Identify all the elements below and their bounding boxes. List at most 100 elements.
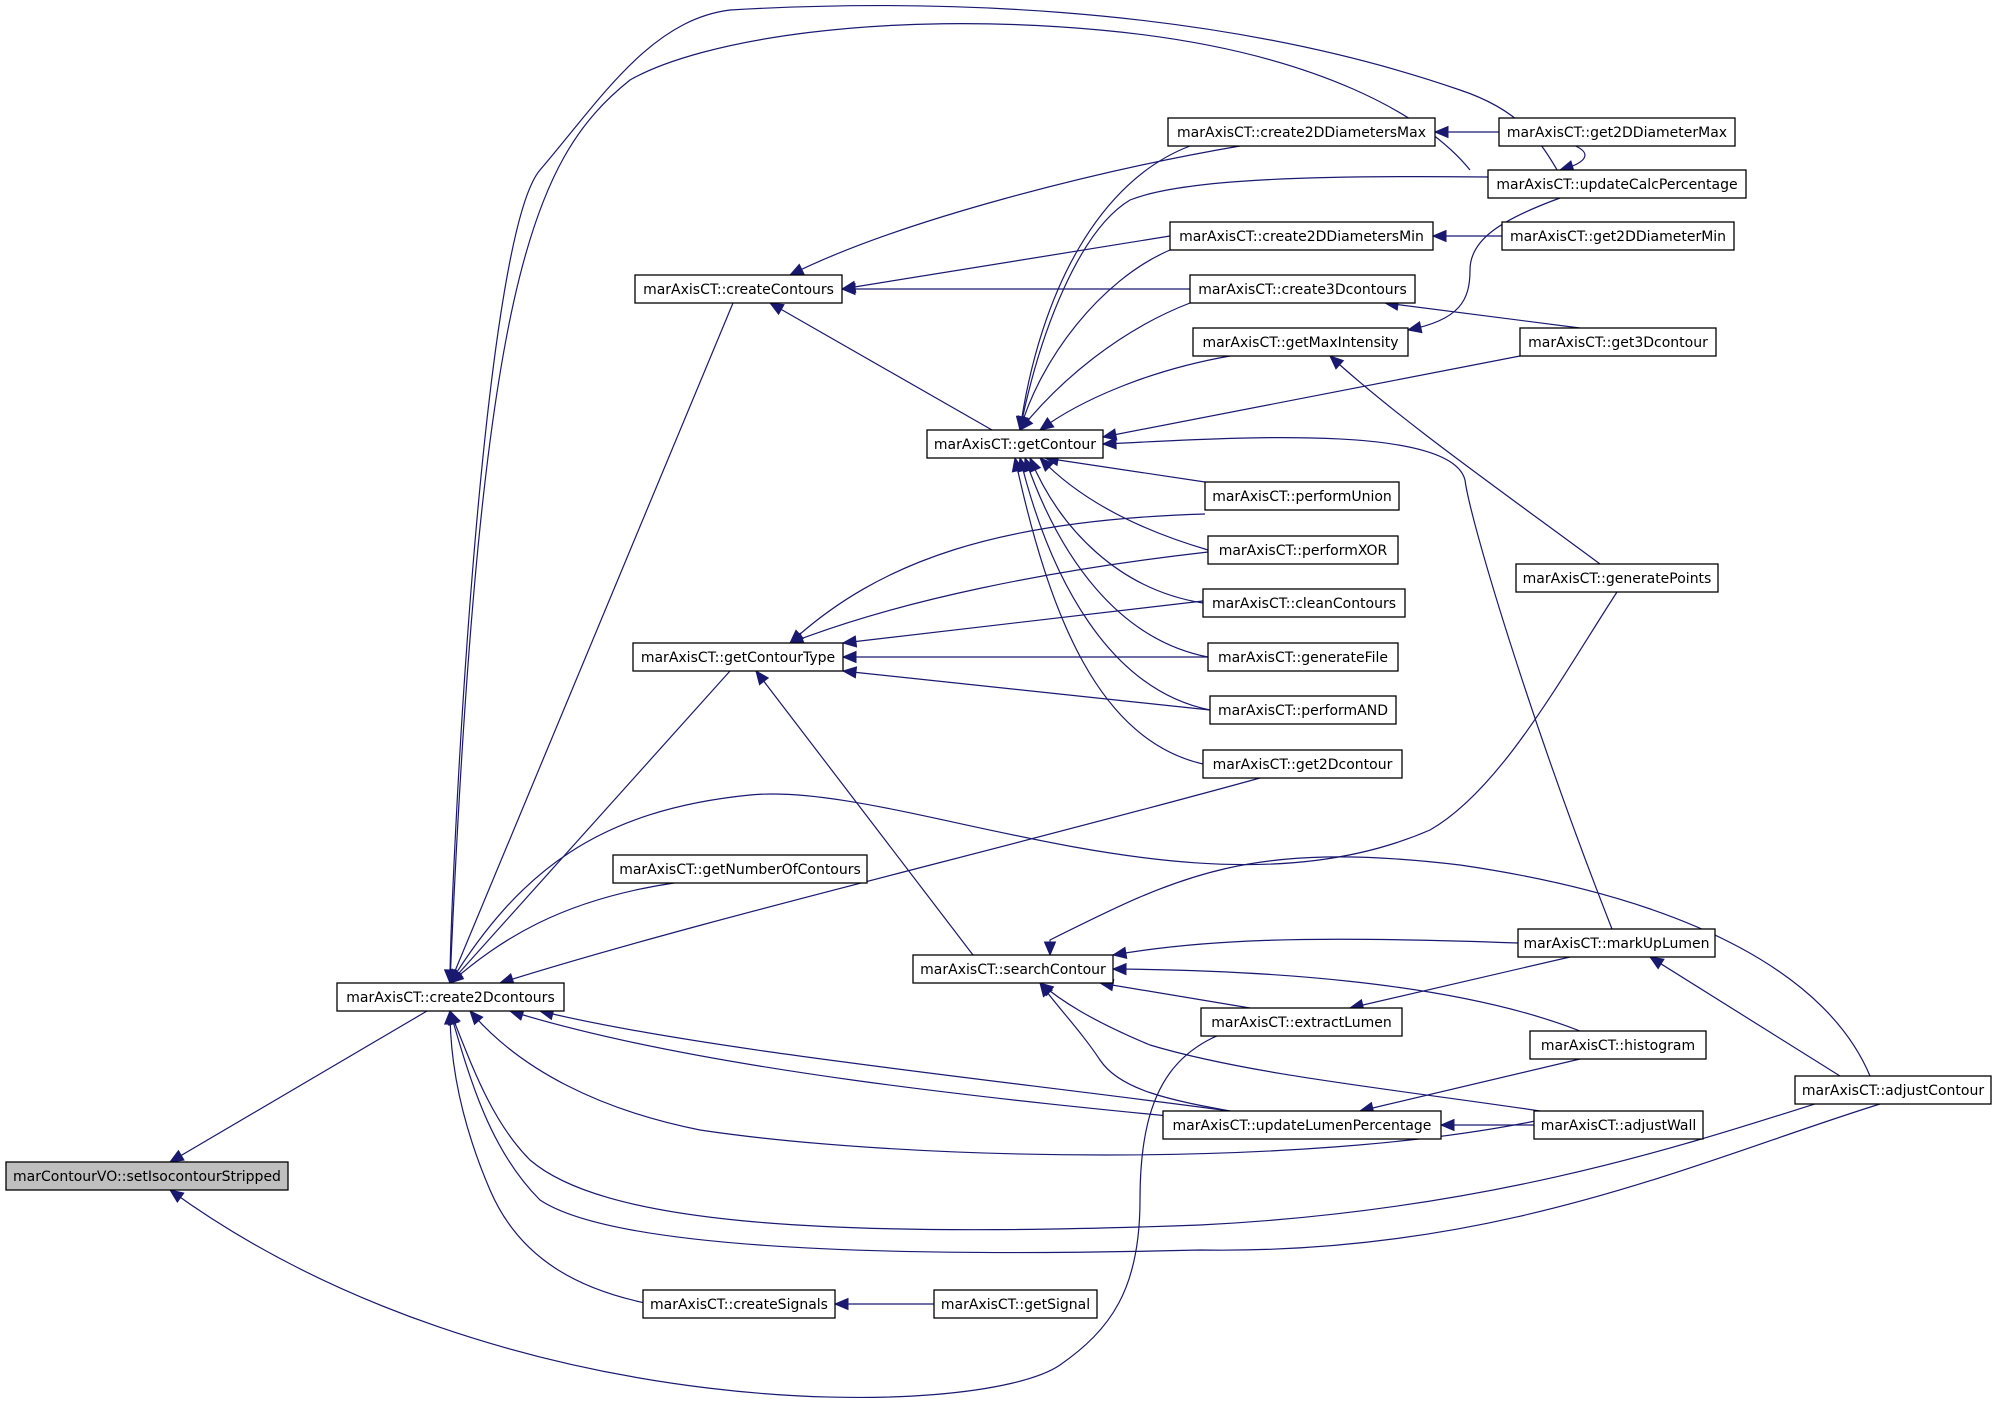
node-createContours[interactable]: marAxisCT::createContours xyxy=(634,274,843,304)
call-edge-markUpLumen-to-searchContour xyxy=(1112,938,1519,956)
arrowhead-markUpLumen xyxy=(1648,956,1665,970)
node-box-searchContour[interactable] xyxy=(912,954,1114,984)
node-updateLumenPercentage[interactable]: marAxisCT::updateLumenPercentage xyxy=(1162,1110,1442,1140)
node-get2Dcontour[interactable]: marAxisCT::get2Dcontour xyxy=(1202,749,1403,779)
node-box-extractLumen[interactable] xyxy=(1200,1007,1403,1037)
node-create2DDiametersMax[interactable]: marAxisCT::create2DDiametersMax xyxy=(1167,117,1436,147)
node-box-getNumberOfContours[interactable] xyxy=(612,854,868,884)
call-edge-adjustContour-to-markUpLumen xyxy=(1649,956,1841,1077)
node-extractLumen[interactable]: marAxisCT::extractLumen xyxy=(1200,1007,1403,1037)
node-cleanContours[interactable]: marAxisCT::cleanContours xyxy=(1202,588,1406,618)
node-adjustWall[interactable]: marAxisCT::adjustWall xyxy=(1533,1110,1704,1140)
node-label-create3Dcontours: marAxisCT::create3Dcontours xyxy=(1198,282,1406,298)
node-label-get2Dcontour: marAxisCT::get2Dcontour xyxy=(1213,757,1393,773)
node-label-performUnion: marAxisCT::performUnion xyxy=(1212,489,1392,505)
call-edge-get2Dcontour-to-getContour xyxy=(1014,457,1204,765)
node-getSignal[interactable]: marAxisCT::getSignal xyxy=(933,1289,1098,1319)
node-box-adjustWall[interactable] xyxy=(1533,1110,1704,1140)
call-edge-get2Dcontour-to-create2Dcontours xyxy=(499,777,1261,984)
node-create2Dcontours[interactable]: marAxisCT::create2Dcontours xyxy=(336,982,565,1012)
node-performXOR[interactable]: marAxisCT::performXOR xyxy=(1207,535,1399,565)
node-generatePoints[interactable]: marAxisCT::generatePoints xyxy=(1515,563,1719,593)
arrowhead-createContours xyxy=(768,302,785,316)
arrowhead-getContour xyxy=(1039,457,1054,472)
node-setIsocontourStripped[interactable]: marContourVO::setIsocontourStripped xyxy=(5,1161,289,1191)
call-edge-performUnion-to-getContourType xyxy=(789,513,1206,644)
node-box-createSignals[interactable] xyxy=(642,1289,836,1319)
call-edge-updateLumenPercentage-to-searchContour xyxy=(1039,982,1231,1112)
arrowhead-create2Dcontours xyxy=(469,1010,484,1026)
node-label-generateFile: marAxisCT::generateFile xyxy=(1218,650,1388,666)
node-create2DDiametersMin[interactable]: marAxisCT::create2DDiametersMin xyxy=(1169,221,1434,251)
node-box-cleanContours[interactable] xyxy=(1202,588,1406,618)
node-createSignals[interactable]: marAxisCT::createSignals xyxy=(642,1289,836,1319)
node-box-setIsocontourStripped[interactable] xyxy=(5,1161,289,1191)
node-label-adjustContour: marAxisCT::adjustContour xyxy=(1802,1083,1984,1099)
node-getContourType[interactable]: marAxisCT::getContourType xyxy=(632,642,844,672)
node-box-create2Dcontours[interactable] xyxy=(336,982,565,1012)
node-box-performAND[interactable] xyxy=(1209,695,1397,725)
arrowhead-getContour xyxy=(1101,428,1118,441)
node-box-histogram[interactable] xyxy=(1529,1030,1707,1060)
call-edge-create2DDiametersMin-to-getContour xyxy=(1019,249,1171,431)
node-getMaxIntensity[interactable]: marAxisCT::getMaxIntensity xyxy=(1192,327,1409,357)
arrowhead-getMaxIntensity xyxy=(1329,355,1345,370)
arrowhead-createContours xyxy=(840,282,856,296)
node-generateFile[interactable]: marAxisCT::generateFile xyxy=(1207,642,1399,672)
node-get2DDiameterMax[interactable]: marAxisCT::get2DDiameterMax xyxy=(1498,117,1736,147)
node-create3Dcontours[interactable]: marAxisCT::create3Dcontours xyxy=(1189,274,1416,304)
call-edge-getMaxIntensity-to-getContour xyxy=(1039,355,1231,431)
node-box-create3Dcontours[interactable] xyxy=(1189,274,1416,304)
arrowhead-searchContour xyxy=(1039,982,1055,997)
node-box-get2Dcontour[interactable] xyxy=(1202,749,1403,779)
node-box-getContourType[interactable] xyxy=(632,642,844,672)
node-performUnion[interactable]: marAxisCT::performUnion xyxy=(1204,481,1400,511)
node-box-generatePoints[interactable] xyxy=(1515,563,1719,593)
node-box-create2DDiametersMin[interactable] xyxy=(1169,221,1434,251)
node-label-get2DDiameterMax: marAxisCT::get2DDiameterMax xyxy=(1507,125,1727,141)
node-searchContour[interactable]: marAxisCT::searchContour xyxy=(912,954,1114,984)
node-get3Dcontour[interactable]: marAxisCT::get3Dcontour xyxy=(1519,327,1717,357)
node-adjustContour[interactable]: marAxisCT::adjustContour xyxy=(1794,1075,1992,1105)
node-box-markUpLumen[interactable] xyxy=(1517,928,1716,958)
node-box-create2DDiametersMax[interactable] xyxy=(1167,117,1436,147)
node-get2DDiameterMin[interactable]: marAxisCT::get2DDiameterMin xyxy=(1501,221,1735,251)
call-edge-performAND-to-getContourType xyxy=(842,670,1211,711)
node-performAND[interactable]: marAxisCT::performAND xyxy=(1209,695,1397,725)
node-box-getMaxIntensity[interactable] xyxy=(1192,327,1409,357)
node-box-getSignal[interactable] xyxy=(933,1289,1098,1319)
arrowhead-searchContour xyxy=(1043,941,1057,957)
call-edge-cleanContours-to-getContourType xyxy=(842,600,1204,644)
call-edge-markUpLumen-to-getContour xyxy=(1102,436,1613,930)
node-box-adjustContour[interactable] xyxy=(1794,1075,1992,1105)
node-box-performXOR[interactable] xyxy=(1207,535,1399,565)
node-box-performUnion[interactable] xyxy=(1204,481,1400,511)
call-edge-searchContour-to-getContourType xyxy=(755,670,974,956)
node-histogram[interactable]: marAxisCT::histogram xyxy=(1529,1030,1707,1060)
node-box-createContours[interactable] xyxy=(634,274,843,304)
node-getContour[interactable]: marAxisCT::getContour xyxy=(926,429,1104,459)
node-box-get3Dcontour[interactable] xyxy=(1519,327,1717,357)
node-label-cleanContours: marAxisCT::cleanContours xyxy=(1212,596,1396,612)
node-label-getMaxIntensity: marAxisCT::getMaxIntensity xyxy=(1202,335,1398,351)
call-edge-cleanContours-to-getContour xyxy=(1029,457,1204,604)
arrowhead-create2Dcontours xyxy=(444,969,457,985)
call-edge-get3Dcontour-to-getContour xyxy=(1102,355,1521,438)
node-box-updateCalcPercentage[interactable] xyxy=(1487,169,1747,199)
node-box-updateLumenPercentage[interactable] xyxy=(1162,1110,1442,1140)
node-label-createContours: marAxisCT::createContours xyxy=(643,282,834,298)
arrowhead-getContour xyxy=(1038,417,1055,431)
call-edge-generatePoints-to-getMaxIntensity xyxy=(1329,355,1601,565)
node-getNumberOfContours[interactable]: marAxisCT::getNumberOfContours xyxy=(612,854,868,884)
node-box-get2DDiameterMax[interactable] xyxy=(1498,117,1736,147)
arrowhead-getContourType xyxy=(841,635,858,648)
call-edge-updateLumenPercentage-to-create2Dcontours xyxy=(509,1010,1231,1123)
node-box-get2DDiameterMin[interactable] xyxy=(1501,221,1735,251)
node-box-getContour[interactable] xyxy=(926,429,1104,459)
node-box-generateFile[interactable] xyxy=(1207,642,1399,672)
call-edge-generateFile-to-getContour xyxy=(1024,457,1209,658)
node-markUpLumen[interactable]: marAxisCT::markUpLumen xyxy=(1517,928,1716,958)
node-updateCalcPercentage[interactable]: marAxisCT::updateCalcPercentage xyxy=(1487,169,1747,199)
node-label-create2DDiametersMax: marAxisCT::create2DDiametersMax xyxy=(1177,125,1426,141)
